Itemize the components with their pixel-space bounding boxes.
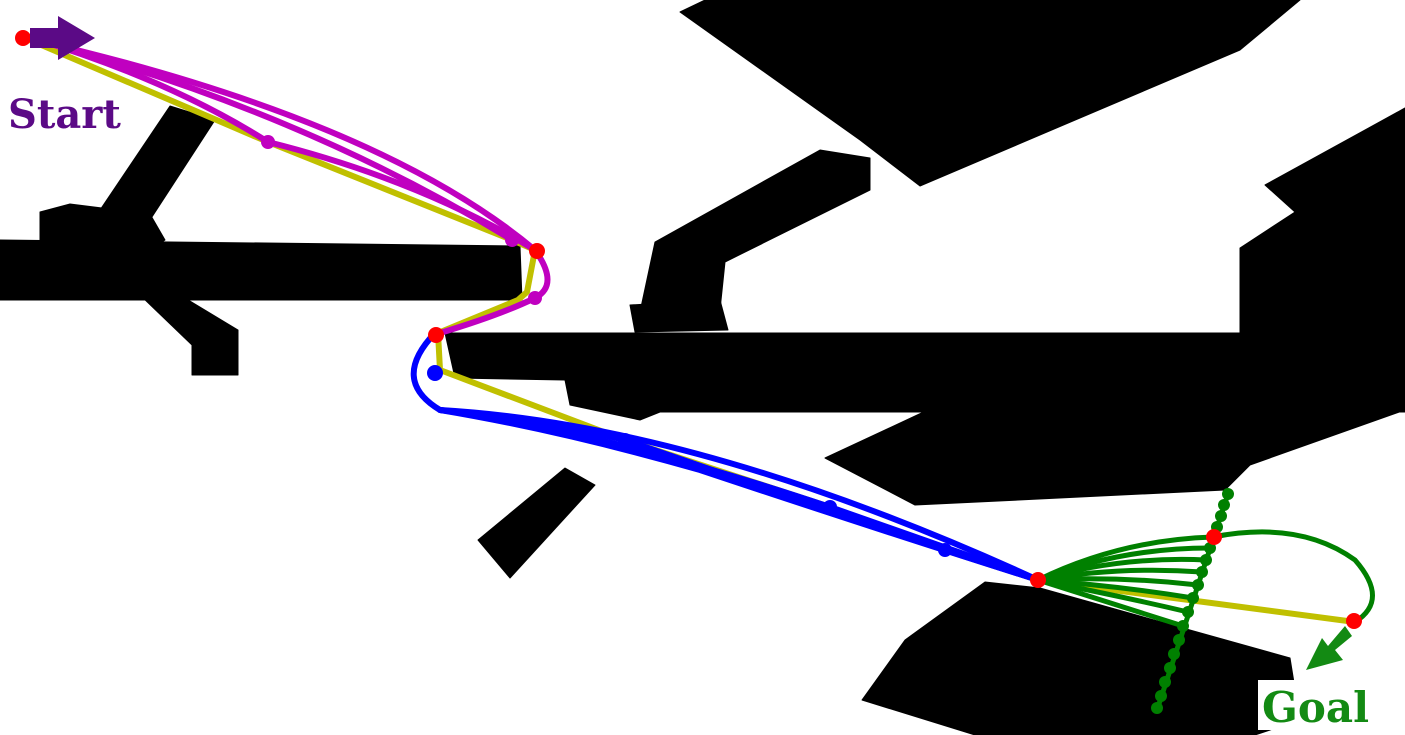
- sample-dot: [1173, 634, 1185, 646]
- sample-dot: [1196, 566, 1208, 578]
- magenta-waypoint: [528, 291, 542, 305]
- blue-waypoint: [938, 543, 952, 557]
- sample-dot: [1177, 620, 1189, 632]
- key-waypoints: [15, 30, 1362, 629]
- sample-dot: [1204, 542, 1216, 554]
- sample-dot: [1164, 662, 1176, 674]
- obstacle-bottom-block: [861, 581, 1301, 735]
- segment-3-path-h: [1035, 577, 1186, 629]
- goal-label-background: [1258, 680, 1370, 730]
- segment-2-trajectories: [410, 330, 1041, 583]
- sample-dot: [1155, 690, 1167, 702]
- segment-3-loop: [1210, 529, 1375, 625]
- waypoint: [529, 243, 545, 259]
- waypoint-goal: [1346, 613, 1362, 629]
- blue-waypoint: [618, 433, 632, 447]
- sample-dot: [1218, 499, 1230, 511]
- sample-dot: [1159, 676, 1171, 688]
- sample-dot: [1222, 488, 1234, 500]
- sample-dot: [1192, 579, 1204, 591]
- waypoint: [1030, 572, 1046, 588]
- goal-label: Goal: [1262, 683, 1369, 732]
- obstacle-right-top: [1239, 107, 1405, 341]
- waypoint-start: [15, 30, 31, 46]
- magenta-waypoint: [505, 233, 519, 247]
- magenta-waypoint: [261, 135, 275, 149]
- sample-dot: [1200, 554, 1212, 566]
- start-label: Start: [8, 91, 121, 138]
- waypoint: [1206, 529, 1222, 545]
- segment-1-path-c: [32, 37, 551, 336]
- goal-heading-arrow: [1306, 626, 1352, 670]
- obstacle-center-stub: [629, 299, 729, 333]
- obstacle-top-block: [679, 0, 1301, 187]
- obstacle-right-diagonal: [824, 394, 1405, 506]
- start-heading-arrow: [30, 16, 95, 60]
- sample-dot: [1168, 648, 1180, 660]
- sample-dot: [1182, 606, 1194, 618]
- segment-3-trajectories: [1035, 529, 1375, 629]
- obstacle-left-leg: [139, 294, 239, 376]
- waypoint: [428, 327, 444, 343]
- blue-waypoint: [823, 500, 837, 514]
- sample-dot: [1215, 510, 1227, 522]
- sample-dot: [1151, 702, 1163, 714]
- blue-waypoint: [427, 365, 443, 381]
- sample-dot: [1187, 592, 1199, 604]
- intermediate-waypoints: [261, 135, 952, 557]
- obstacle-small-diag: [477, 467, 596, 579]
- obstacle-center-arm: [639, 149, 871, 313]
